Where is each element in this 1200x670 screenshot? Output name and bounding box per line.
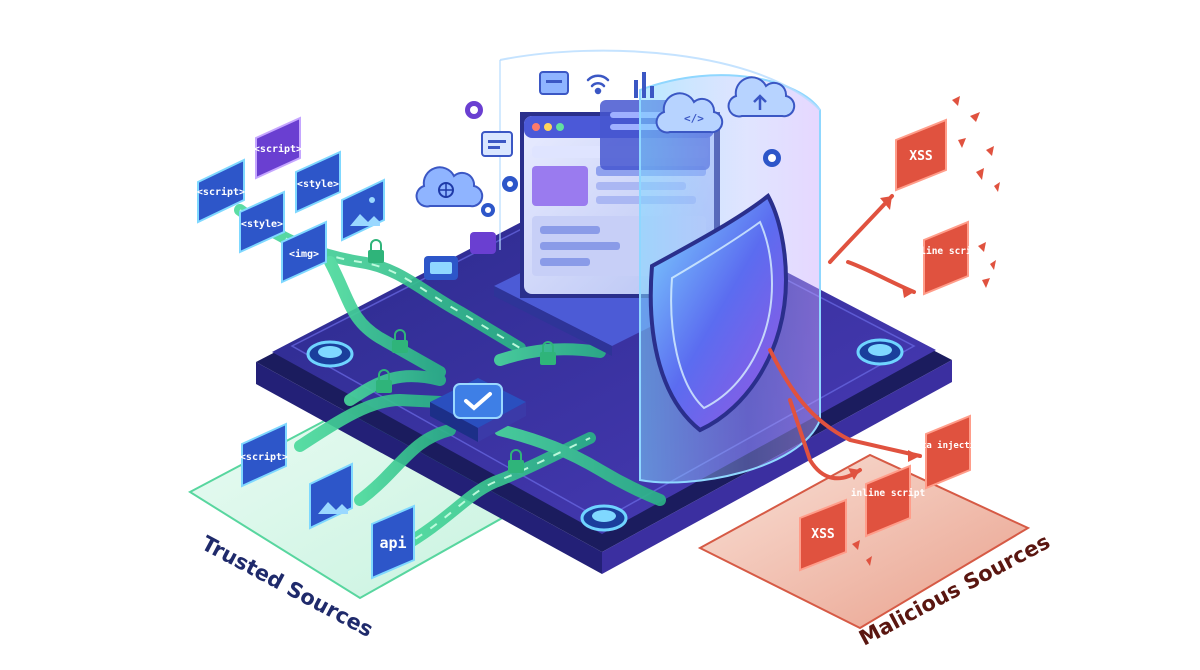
svg-text:<script>: <script> — [254, 143, 302, 155]
trusted-input-tile: api — [371, 504, 415, 580]
svg-text:<script>: <script> — [197, 186, 245, 198]
gear-icon — [502, 176, 518, 192]
lock-icon — [508, 449, 524, 473]
lock-icon — [376, 369, 392, 393]
trusted-tag-tile: <style> — [295, 150, 341, 214]
gear-icon — [481, 203, 495, 217]
cloud-code-icon: </> — [655, 92, 724, 134]
cloud-globe-icon — [415, 166, 484, 208]
svg-text:</>: </> — [684, 112, 704, 125]
trusted-image-tile — [309, 462, 353, 530]
lock-icon — [368, 239, 384, 263]
corner-node — [856, 338, 904, 366]
gear-icon — [763, 149, 781, 167]
image-icon — [318, 502, 348, 514]
trusted-image-tile — [341, 178, 385, 242]
threat-label: inline script — [909, 246, 983, 257]
trusted-tag-tile: <script> — [197, 158, 245, 224]
checkmark-icon — [464, 392, 492, 411]
threat-tile-inline-script: inline script — [851, 464, 925, 538]
svg-text:<script>: <script> — [240, 451, 288, 463]
trusted-tag-tile: <style> — [239, 190, 285, 254]
corner-node — [580, 504, 628, 532]
svg-text:<style>: <style> — [241, 219, 283, 230]
svg-text:<img>: <img> — [289, 248, 319, 260]
chat-icon — [481, 131, 513, 157]
svg-text:XSS: XSS — [909, 149, 933, 164]
cloud-upload-icon — [727, 76, 796, 118]
threat-label: data injection — [910, 440, 986, 451]
trusted-tag-tile: <img> — [281, 220, 327, 284]
threat-tile-xss: XSS — [799, 498, 847, 572]
arrow-heads — [848, 196, 920, 480]
malicious-zone — [697, 453, 1031, 630]
small-chips — [424, 232, 496, 280]
checkmark-hub — [430, 378, 526, 442]
trusted-input-tile: <script> — [240, 422, 288, 488]
corner-node — [306, 340, 354, 368]
threat-tile-inline-script: inline script — [909, 220, 983, 296]
debris-shards — [852, 96, 1000, 566]
trusted-tag-tile: <script> — [254, 116, 302, 180]
lock-icon — [392, 329, 408, 353]
shield-icon — [648, 192, 789, 433]
bar-chart-icon — [634, 72, 654, 98]
chat-icon — [539, 71, 569, 95]
svg-text:XSS: XSS — [811, 527, 835, 542]
threat-tile-data-injection: data injection — [910, 414, 986, 490]
gear-icon — [465, 101, 483, 119]
svg-text:api: api — [379, 534, 406, 552]
svg-text:<style>: <style> — [297, 179, 339, 190]
threat-label: inline script — [851, 488, 925, 499]
image-icon — [350, 214, 380, 226]
wifi-icon — [586, 74, 610, 95]
lock-icon — [540, 341, 556, 365]
threat-tile-xss: XSS — [895, 118, 947, 192]
